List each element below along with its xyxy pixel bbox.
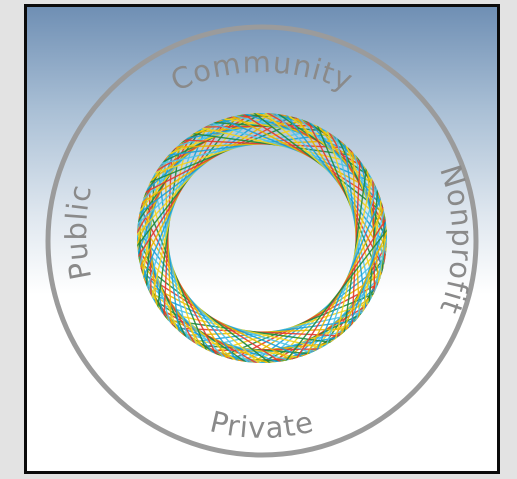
label-public: Public xyxy=(59,181,98,282)
diagram-frame: Community Nonprofit Public Private xyxy=(24,4,500,474)
strand-line xyxy=(337,226,387,342)
strand-web xyxy=(137,113,387,363)
collaboration-diagram: Community Nonprofit Public Private xyxy=(45,24,479,458)
strand-line xyxy=(371,226,387,304)
label-private: Private xyxy=(207,404,317,445)
outer-ring xyxy=(45,24,479,458)
label-community: Community xyxy=(166,45,358,98)
strand-line xyxy=(282,226,387,363)
label-nonprofit: Nonprofit xyxy=(433,161,479,319)
